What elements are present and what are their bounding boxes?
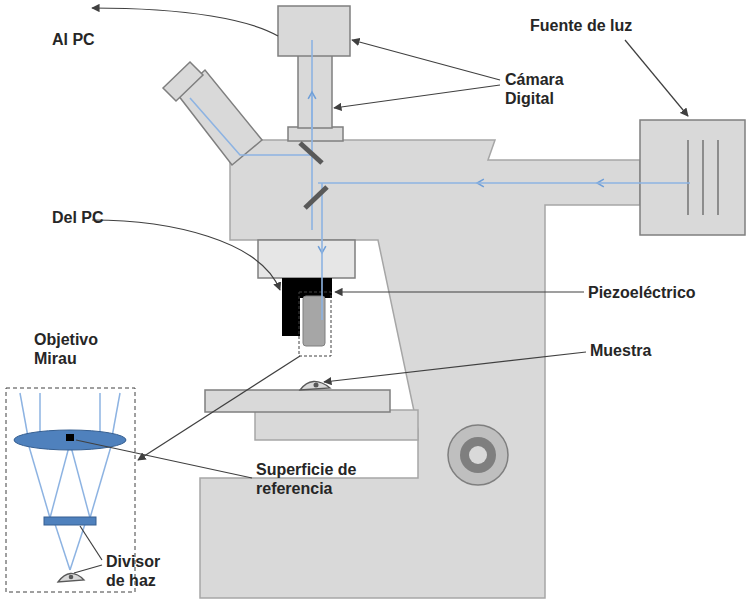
camera-stem: [298, 55, 332, 128]
light-source: [640, 120, 745, 235]
eyepiece-cap: [163, 62, 203, 101]
light-rays: [190, 40, 690, 320]
microscope-body: [200, 140, 640, 598]
inset-sample: [69, 575, 74, 580]
stage-top: [205, 390, 390, 412]
part-label: Cámara Digital: [505, 70, 585, 108]
mirau-rays: [20, 393, 120, 570]
part-label: Superficie de referencia: [256, 460, 374, 498]
lamp-filament: [702, 140, 703, 215]
part-label: Divisor de haz: [106, 552, 178, 590]
nosepiece: [258, 240, 355, 278]
focus-knob: [469, 446, 487, 464]
sample: [314, 383, 319, 388]
camera-body: [278, 6, 350, 56]
part-label: Muestra: [590, 341, 651, 360]
mirror: [305, 187, 327, 208]
reference-mirror: [66, 434, 74, 441]
stage-lower: [255, 410, 418, 440]
lamp-filament: [717, 140, 718, 215]
beam-splitter: [44, 517, 96, 525]
part-label: Objetivo Mirau: [34, 330, 116, 368]
part-label: Al PC: [52, 30, 95, 49]
lamp-filament: [687, 140, 688, 215]
focus-knob: [460, 437, 496, 473]
mirror: [300, 143, 322, 163]
part-label: Piezoeléctrico: [588, 283, 696, 302]
focus-knob: [448, 425, 508, 485]
camera-base: [288, 127, 343, 141]
objective-highlight: [299, 292, 331, 356]
part-label: Fuente de luz: [530, 16, 632, 35]
inset-sample: [58, 573, 84, 582]
part-label: Del PC: [52, 208, 104, 227]
sample: [300, 381, 330, 390]
piezo-actuator: [282, 278, 300, 336]
